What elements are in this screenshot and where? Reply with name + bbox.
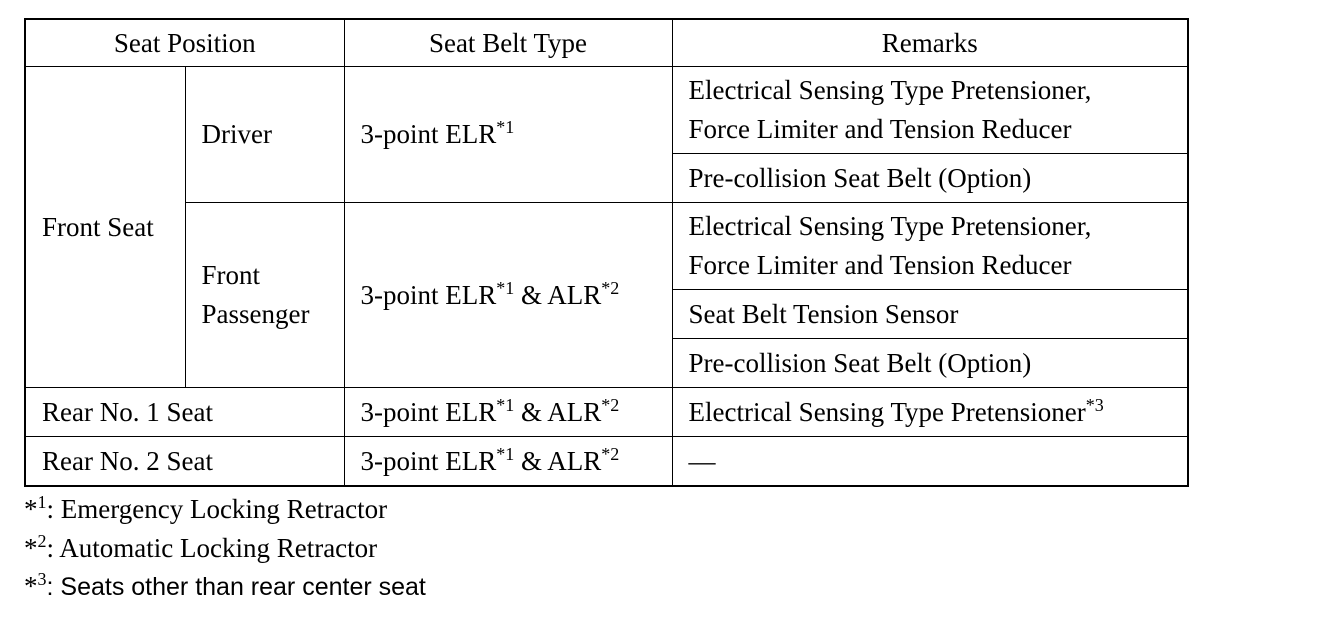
- footnote-text: : Seats other than rear center seat: [46, 573, 426, 601]
- belt-type-text: 3-point ELR: [360, 396, 497, 427]
- belt-type-text: & ALR: [514, 445, 602, 476]
- table-row: Pre-collision Seat Belt (Option): [25, 153, 1189, 203]
- driver-remark-1: Electrical Sensing Type Pretensioner, For…: [671, 66, 1189, 154]
- passenger-label-line: Front: [201, 260, 261, 290]
- front-passenger-remark-3: Pre-collision Seat Belt (Option): [671, 338, 1189, 388]
- belt-type-text: 3-point ELR: [360, 279, 497, 310]
- rear-2-belt-type-cell: 3-point ELR*1 & ALR*2: [343, 436, 673, 487]
- footnote-mark: *: [24, 532, 38, 563]
- rear-1-belt-type-cell: 3-point ELR*1 & ALR*2: [343, 387, 673, 437]
- footnote-number: 2: [37, 530, 47, 551]
- remark-line: Electrical Sensing Type Pretensioner,: [688, 75, 1092, 105]
- footnote-ref: *1: [496, 277, 515, 298]
- footnote-2: *2: Automatic Locking Retractor: [24, 529, 426, 568]
- footnote-ref: *3: [1085, 394, 1104, 415]
- footnote-ref: *2: [601, 443, 620, 464]
- table-row: Seat Belt Tension Sensor: [25, 289, 1189, 339]
- header-seat-position: Seat Position: [24, 18, 345, 67]
- footnote-ref: *1: [496, 443, 515, 464]
- driver-belt-type-cell: 3-point ELR*1: [343, 66, 673, 203]
- footnote-ref: *1: [496, 394, 515, 415]
- rear-2-seat-cell: Rear No. 2 Seat: [24, 436, 345, 487]
- footnote-number: 1: [37, 492, 47, 512]
- footnote-ref: *2: [601, 394, 620, 415]
- footnotes: *1: Emergency Locking Retractor *2: Auto…: [24, 490, 426, 607]
- table-row: Pre-collision Seat Belt (Option): [25, 338, 1189, 388]
- remark-line: Electrical Sensing Type Pretensioner,: [688, 211, 1092, 241]
- belt-type-text: 3-point ELR: [360, 119, 497, 149]
- table-row: Front Seat Driver 3-point ELR*1 Electric…: [24, 66, 1189, 388]
- remark-line: Force Limiter and Tension Reducer: [688, 250, 1072, 280]
- front-passenger-belt-type-cell: 3-point ELR*1 & ALR*2: [343, 202, 673, 388]
- front-passenger-remark-2: Seat Belt Tension Sensor: [671, 289, 1189, 339]
- header-remarks: Remarks: [671, 18, 1189, 67]
- rear-1-remark: Electrical Sensing Type Pretensioner*3: [671, 387, 1189, 437]
- seat-belt-table-wrapper: Seat Position Seat Belt Type Remarks Fro…: [24, 18, 1189, 487]
- footnote-mark: *: [24, 494, 38, 524]
- footnote-ref: *2: [601, 277, 620, 298]
- front-seat-cell: Front Seat: [24, 66, 186, 388]
- footnote-mark: *: [24, 571, 38, 601]
- rear-1-seat-cell: Rear No. 1 Seat: [24, 387, 345, 437]
- table-row: Rear No. 1 Seat 3-point ELR*1 & ALR*2 El…: [24, 387, 1189, 437]
- footnote-ref: *1: [496, 117, 515, 137]
- belt-type-text: & ALR: [514, 396, 602, 427]
- remark-line: Electrical Sensing Type Pretensioner: [688, 396, 1086, 427]
- rear-2-remark: —: [671, 436, 1189, 487]
- header-seat-belt-type: Seat Belt Type: [343, 18, 673, 67]
- footnote-text: : Emergency Locking Retractor: [46, 494, 388, 524]
- footnote-1: *1: Emergency Locking Retractor: [24, 490, 426, 529]
- driver-remark-2: Pre-collision Seat Belt (Option): [671, 153, 1189, 203]
- passenger-label-line: Passenger: [201, 299, 310, 329]
- seat-belt-table: Seat Position Seat Belt Type Remarks Fro…: [24, 18, 1189, 487]
- footnote-number: 3: [37, 569, 47, 589]
- front-passenger-remark-1: Electrical Sensing Type Pretensioner, For…: [671, 202, 1189, 290]
- belt-type-text: & ALR: [514, 279, 602, 310]
- remark-line: Force Limiter and Tension Reducer: [688, 114, 1072, 144]
- table-row: Rear No. 2 Seat 3-point ELR*1 & ALR*2 —: [24, 436, 1189, 487]
- footnote-3: *3: Seats other than rear center seat: [24, 567, 426, 607]
- driver-cell: Driver: [184, 66, 345, 203]
- footnote-text: : Automatic Locking Retractor: [46, 532, 378, 563]
- belt-type-text: 3-point ELR: [360, 445, 497, 476]
- header-row: Seat Position Seat Belt Type Remarks: [24, 18, 1189, 67]
